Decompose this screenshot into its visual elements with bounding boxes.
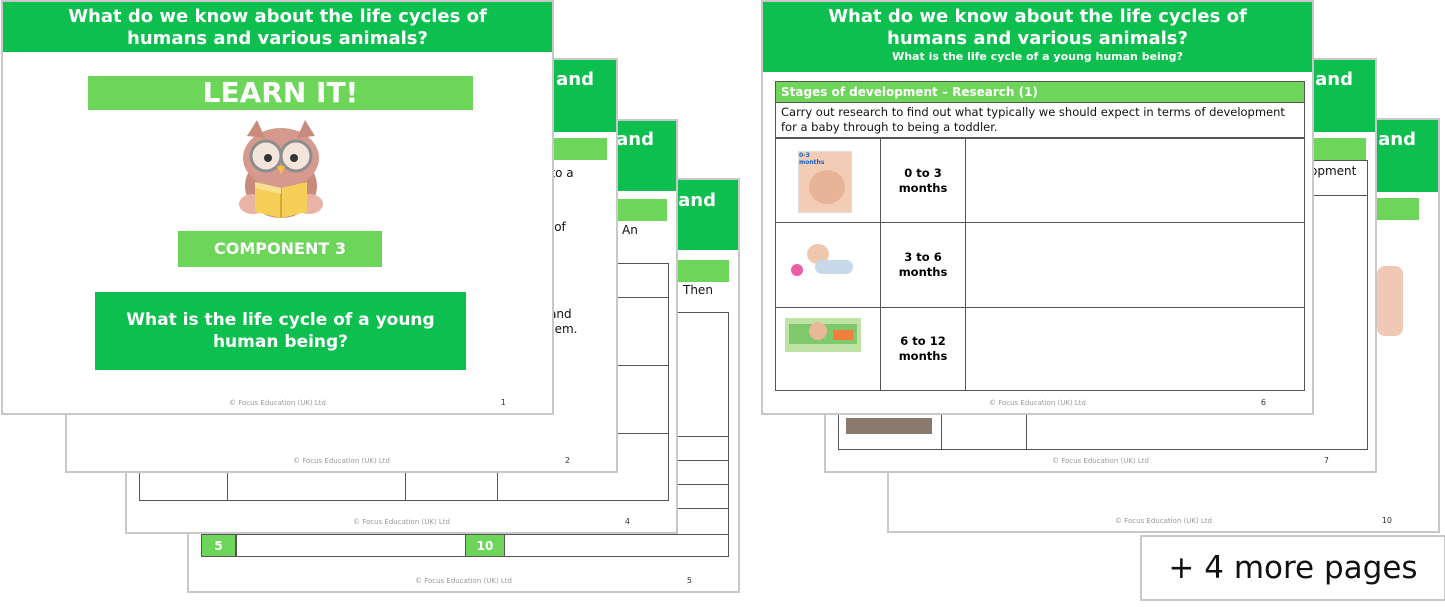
- page-number: 7: [1323, 456, 1329, 465]
- slide-1[interactable]: What do we know about the life cycles of…: [1, 0, 554, 415]
- slide-subtitle: What is the life cycle of a young human …: [892, 50, 1183, 63]
- slide-footer: © Focus Education (UK) Ltd: [1051, 457, 1149, 465]
- more-pages-label: + 4 more pages: [1140, 535, 1445, 601]
- page-number: 10: [1381, 516, 1392, 525]
- age-label: 3 to 6 months: [898, 250, 948, 279]
- slide-footer: © Focus Education (UK) Ltd: [1114, 517, 1212, 525]
- age-label: 6 to 12 months: [898, 334, 948, 363]
- slide-title: What do we know about the life cycles of…: [68, 6, 487, 49]
- header-fragment: and: [556, 69, 594, 90]
- component-label: COMPONENT 3: [178, 231, 382, 267]
- age-label: 0 to 3 months: [898, 166, 948, 195]
- text-fragment: hem.: [547, 322, 578, 336]
- newborn-photo: 0-3 months: [798, 151, 852, 213]
- question-box: What is the life cycle of a young human …: [95, 292, 466, 370]
- page-number: 4: [624, 517, 630, 526]
- header-fragment: and: [1378, 129, 1416, 150]
- header-fragment: and: [1315, 69, 1353, 90]
- slide-footer: © Focus Education (UK) Ltd: [414, 577, 512, 585]
- page-number: 2: [564, 456, 570, 465]
- photo-toddler: [846, 418, 932, 434]
- age-badge: 0-3 months: [799, 152, 825, 166]
- slide-footer: © Focus Education (UK) Ltd: [988, 399, 1086, 407]
- instructions: Carry out research to find out what typi…: [775, 102, 1305, 138]
- text-fragment: opment: [1310, 164, 1357, 178]
- slide-footer: © Focus Education (UK) Ltd: [228, 399, 326, 407]
- baby-play-mat-photo: [785, 318, 861, 352]
- slide-footer: © Focus Education (UK) Ltd: [352, 518, 450, 526]
- slide-header: What do we know about the life cycles of…: [3, 2, 552, 52]
- text-fragment: An: [622, 223, 638, 237]
- text-fragment: Then: [683, 283, 713, 297]
- slide-6[interactable]: What do we know about the life cycles of…: [761, 0, 1314, 415]
- photo-hand: [1377, 266, 1403, 336]
- slide-footer: © Focus Education (UK) Ltd: [292, 457, 390, 465]
- baby-tummy-time-photo: [787, 234, 857, 288]
- page-number: 1: [500, 398, 506, 407]
- page-number: 6: [1260, 398, 1266, 407]
- owl-reading-icon: [239, 120, 323, 218]
- page-number: 5: [686, 576, 692, 585]
- header-fragment: and: [678, 190, 716, 211]
- number-chip: 10: [465, 534, 505, 557]
- slide-title: What do we know about the life cycles of…: [828, 6, 1247, 49]
- development-table: [775, 138, 1305, 391]
- slide-header: What do we know about the life cycles of…: [763, 2, 1312, 72]
- learn-it-banner: LEARN IT!: [88, 76, 473, 110]
- header-fragment: and: [616, 129, 654, 150]
- section-heading: Stages of development – Research (1): [775, 81, 1305, 103]
- number-chip: 5: [201, 534, 236, 557]
